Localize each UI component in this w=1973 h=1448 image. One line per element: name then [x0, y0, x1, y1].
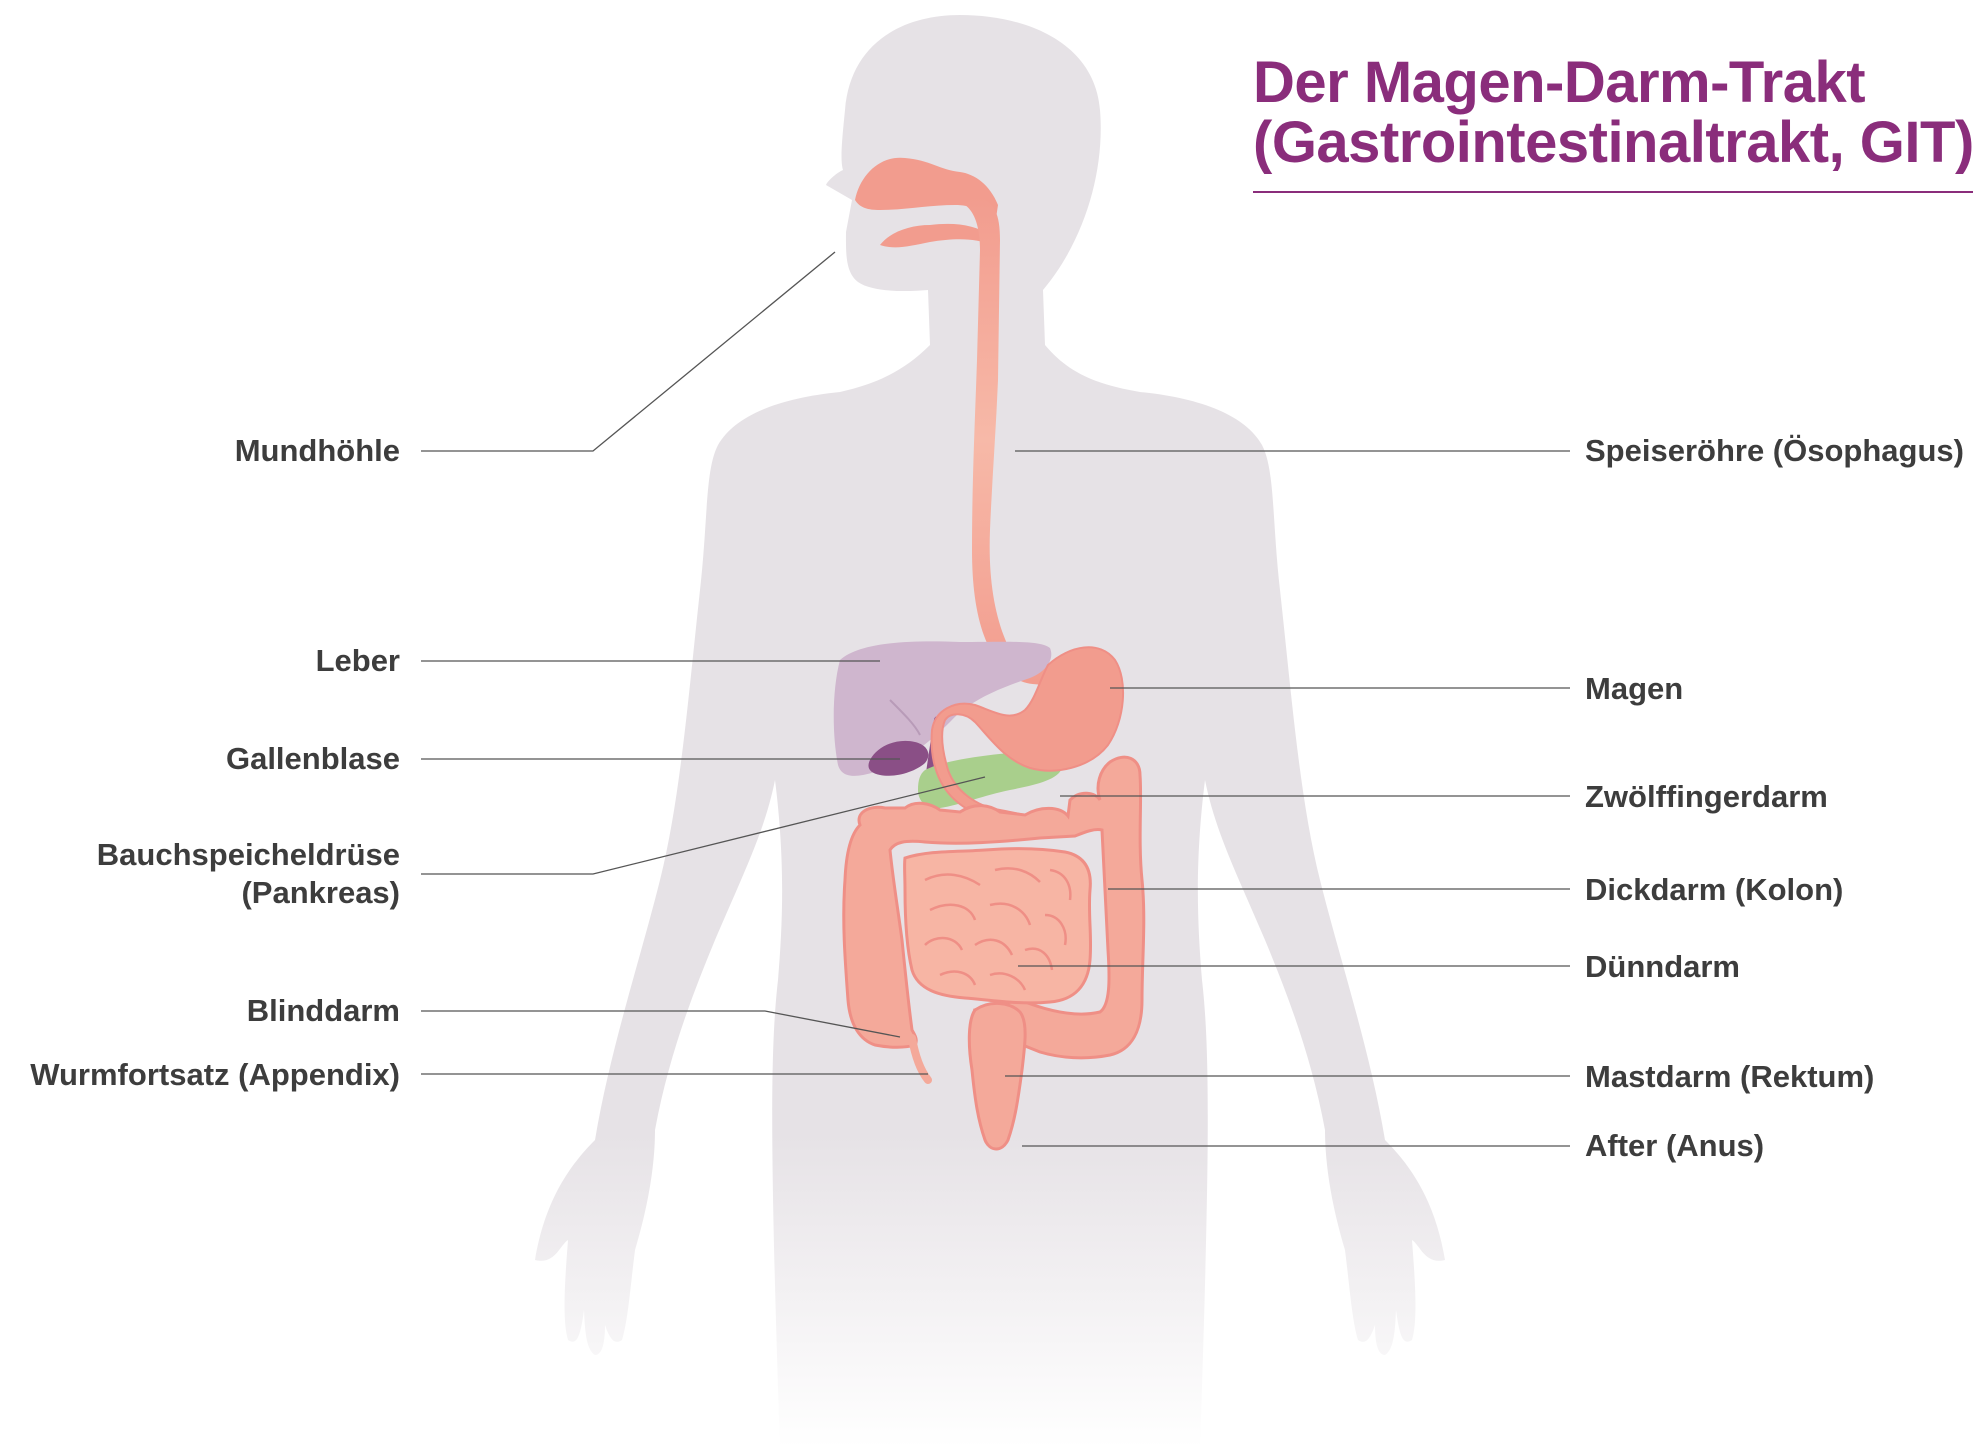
label-zwoelffingerdarm: Zwölffingerdarm	[1585, 778, 1828, 816]
label-blinddarm: Blinddarm	[247, 992, 400, 1030]
small-intestine	[905, 849, 1091, 1003]
label-bauchspeicheldruese-line1: Bauchspeicheldrüse	[97, 836, 400, 874]
label-gallenblase: Gallenblase	[226, 740, 400, 778]
title-line-1: Der Magen-Darm-Trakt	[1253, 52, 1865, 114]
label-after: After (Anus)	[1585, 1127, 1764, 1165]
label-mastdarm: Mastdarm (Rektum)	[1585, 1058, 1874, 1096]
label-mundhoehle: Mundhöhle	[235, 432, 400, 470]
label-leber: Leber	[316, 642, 400, 680]
label-dickdarm: Dickdarm (Kolon)	[1585, 871, 1843, 909]
title-line-2: (Gastrointestinaltrakt, GIT)	[1253, 112, 1973, 174]
label-bauchspeicheldruese-line2: (Pankreas)	[241, 874, 400, 912]
label-magen: Magen	[1585, 670, 1683, 708]
label-wurmfortsatz: Wurmfortsatz (Appendix)	[30, 1056, 400, 1094]
label-speiseroehre: Speiseröhre (Ösophagus)	[1585, 432, 1964, 470]
label-duenndarm: Dünndarm	[1585, 948, 1740, 986]
